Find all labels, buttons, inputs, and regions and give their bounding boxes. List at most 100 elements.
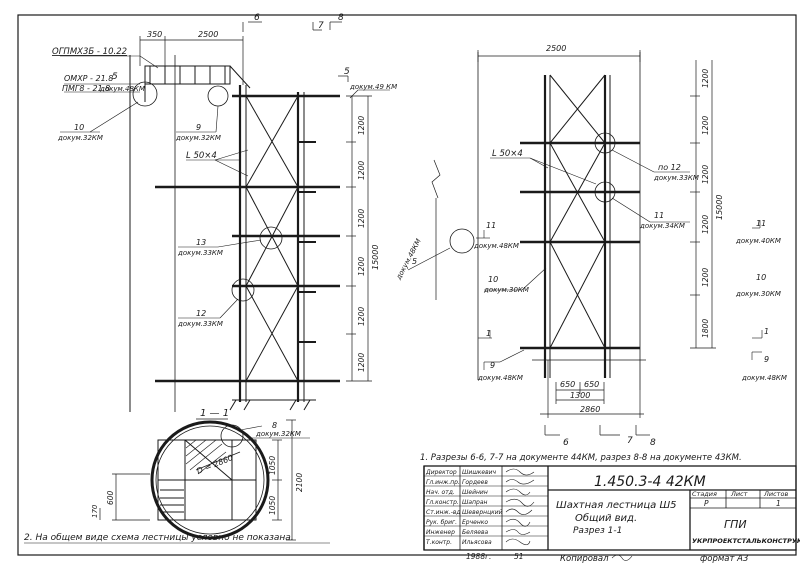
callout-angle-right: L 50×4 xyxy=(492,149,523,159)
dim-1200-6: 1200 xyxy=(357,353,366,372)
callout-r-doc48-left: докум.48КМ xyxy=(473,242,519,250)
callout-r12: по 12 xyxy=(658,163,681,172)
rdim-5: 1200 xyxy=(701,268,710,287)
top-grating xyxy=(144,65,251,102)
title-code: 1.450.3-4 42КМ xyxy=(594,474,706,490)
right-bottom-dims xyxy=(532,359,650,436)
section-leader-8 xyxy=(239,425,263,431)
dim-1300: 1300 xyxy=(570,391,590,400)
section-mark-8: 8 xyxy=(338,13,344,23)
dim-2500-right: 2500 xyxy=(546,44,566,53)
callout-r9: 9 xyxy=(490,361,495,370)
section-dims xyxy=(99,419,296,541)
detail-circle-10 xyxy=(132,81,158,107)
platforms xyxy=(155,94,340,383)
callout-r11-left: 11 xyxy=(486,221,496,230)
section-mark-5-left: 5 xyxy=(112,72,118,82)
right-platforms xyxy=(520,141,640,350)
section-dim-1050b: 1050 xyxy=(268,496,277,515)
bottom-mark-6: 6 xyxy=(563,438,569,448)
dim-15000-right: 15000 xyxy=(715,195,724,220)
top-dim xyxy=(139,21,349,85)
callout-r-doc33: докум.33КМ xyxy=(653,174,699,182)
rdim-6: 1800 xyxy=(701,319,710,338)
section-mark-5: 5 xyxy=(344,67,350,77)
footer-year: 1988г. xyxy=(466,552,491,561)
right-cross-bracing xyxy=(549,74,606,349)
right-doc30: докум.30КМ xyxy=(735,290,781,298)
signatures xyxy=(505,468,535,546)
section-mark-6: 6 xyxy=(254,13,260,23)
title-col-stage: Стадия xyxy=(692,490,717,498)
note-2: 2. На общем виде схема лестницы условно … xyxy=(24,533,294,543)
callout-angle-left: L 50×4 xyxy=(186,151,217,161)
callout-r-doc30: докум.30КМ xyxy=(483,286,529,294)
diameter-line xyxy=(195,451,241,471)
callout-12: 12 xyxy=(196,309,206,318)
section-detail-circle-8 xyxy=(220,424,244,448)
callout-r5: 5 xyxy=(412,257,417,266)
title-org2: УКРПРОЕКТСТАЛЬКОНСТРУКЦИЯ xyxy=(692,537,800,545)
name-5: Шевернцкий xyxy=(462,509,503,516)
callout-r11: 11 xyxy=(654,211,664,220)
name-6: Ерченко xyxy=(462,519,488,526)
right-1: 1 xyxy=(764,327,769,336)
section-dim-1050a: 1050 xyxy=(268,456,277,475)
detail-circle-r5 xyxy=(449,228,475,254)
dim-650a: 650 xyxy=(560,380,575,389)
shaft-circle-outer xyxy=(150,420,270,540)
title-stage: Р xyxy=(704,499,709,508)
title-sheets: 1 xyxy=(776,499,781,508)
callout-pmg: ПМГ8 - 21.8 xyxy=(62,84,110,93)
dim-2860: 2860 xyxy=(580,405,600,414)
dim-1200-4: 1200 xyxy=(357,257,366,276)
role-8: Т.контр. xyxy=(426,539,452,546)
rdim-3: 1200 xyxy=(701,165,710,184)
dim-1200-2: 1200 xyxy=(357,161,366,180)
callout-10: 10 xyxy=(74,123,84,132)
detail-circle-r12 xyxy=(594,132,616,154)
name-4: Шапран xyxy=(462,499,488,506)
dim-350: 350 xyxy=(147,30,162,39)
right-elevation: 2500 1200 1200 1200 1200 1200 1800 15000 xyxy=(394,44,787,448)
bottom-mark-8: 8 xyxy=(650,438,656,448)
rdim-4: 1200 xyxy=(701,215,710,234)
note-1: 1. Разрезы 6-6, 7-7 на документе 44КМ, р… xyxy=(420,453,742,463)
name-1: Шишкевич xyxy=(462,469,497,476)
section-callout-doc32: докум.32КМ xyxy=(255,430,301,438)
section-ladder xyxy=(157,439,257,521)
section-label: 1 — 1 xyxy=(200,408,229,419)
callout-doc33-b: докум.33КМ xyxy=(177,320,223,328)
right-10: 10 xyxy=(756,273,766,282)
left-leaders xyxy=(60,55,390,319)
right-doc48: докум.48КМ xyxy=(741,374,787,382)
callout-13: 13 xyxy=(196,238,206,247)
role-5: Ст.инж.-вд xyxy=(426,509,461,516)
detail-circle-13 xyxy=(259,226,283,250)
title-col-sheet: Лист xyxy=(730,490,748,498)
shaft-circle-inner xyxy=(155,425,265,535)
base xyxy=(229,399,316,411)
role-1: Директор xyxy=(425,469,457,476)
detail-circle-r11 xyxy=(594,181,616,203)
name-3: Шейнин xyxy=(462,489,488,496)
section-mark-7: 7 xyxy=(318,21,324,31)
role-6: Рук. бриг. xyxy=(426,519,457,526)
rung-brackets xyxy=(298,141,316,343)
right-dim-chain xyxy=(346,95,372,382)
dim-15000-left: 15000 xyxy=(371,245,380,270)
section-hatch xyxy=(185,439,227,475)
section-diameter: D = 2860 xyxy=(195,453,234,476)
rdim-2: 1200 xyxy=(701,116,710,135)
right-doc40: докум.40КМ xyxy=(735,237,781,245)
role-7: Инженер xyxy=(426,529,455,536)
footer-num: 51 xyxy=(514,552,524,561)
callout-r1: 1 xyxy=(486,329,491,338)
dim-1200-5: 1200 xyxy=(357,307,366,326)
role-4: Гл.констр. xyxy=(426,499,459,506)
title-org1: ГПИ xyxy=(724,518,747,531)
callout-9: 9 xyxy=(196,123,201,132)
right-break-lines xyxy=(431,159,441,300)
title-name-1: Шахтная лестница Ш5 xyxy=(556,500,677,511)
